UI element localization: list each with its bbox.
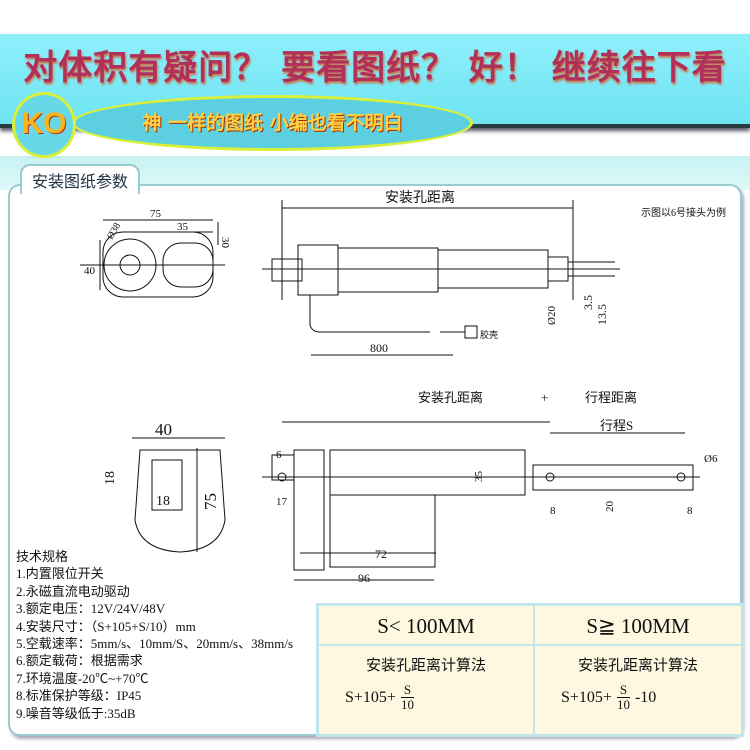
dim-label: 6 [276, 449, 282, 461]
numerator: S [616, 683, 630, 698]
dim-label: 30 [219, 237, 231, 249]
dim-label: 18 [156, 494, 170, 509]
spec-item: 2.永磁直流电动驱动 [16, 583, 130, 599]
dim-label: 20 [604, 501, 616, 513]
header-long-stroke: S≧ 100MM [534, 605, 742, 645]
denominator: 10 [400, 697, 414, 712]
spec-item: 5.空载速率：5mm/s、10mm/S、20mm/s、38mm/s [16, 636, 293, 652]
spec-item: 8.标准保护等级：IP45 [16, 688, 142, 704]
formula-prefix: S+105+ [345, 688, 396, 706]
spec-item: 1.内置限位开关 [16, 566, 104, 582]
dim-label: 18 [103, 471, 118, 485]
formula-label: 安装孔距离计算法 [577, 658, 698, 674]
plus-sign: + [541, 390, 548, 405]
dim-label: 75 [201, 493, 220, 510]
dim-label: 35 [473, 471, 485, 483]
spec-item: 7.环境温度-20℃~+70℃ [16, 670, 149, 686]
dim-label: 96 [358, 571, 370, 585]
top-side-view: 安装孔距离 示图以6号接头为例 800 胶壳 Ø20 3.5 13.5 [262, 189, 726, 356]
header-short-stroke: S< 100MM [318, 605, 534, 645]
spec-title: 技术规格 [16, 549, 69, 564]
spec-item: 3.额定电压：12V/24V/48V [16, 601, 166, 617]
spec-item: 9.噪音等级低于:35dB [16, 705, 136, 721]
dim-label: 40 [84, 265, 96, 277]
spec-item: 6.额定载荷：根据需求 [16, 653, 143, 669]
mount-distance-label: 安装孔距离 [418, 390, 483, 405]
stroke-distance-label: 行程距离 [585, 390, 637, 405]
dim-label: Ø20 [546, 306, 558, 325]
dim-label: Ø38 [105, 221, 123, 241]
ko-badge: KO [12, 92, 76, 158]
stroke-label: 行程S [600, 418, 633, 433]
spec-item: 4.安装尺寸：（S+105+S/10）mm [16, 618, 196, 634]
dim-label: Ø6 [704, 453, 718, 465]
section-tab: 安装图纸参数 [20, 164, 141, 194]
formula-prefix: S+105+ [561, 688, 612, 706]
bottom-side-view: 安装孔距离 + 行程距离 行程S 6 17 35 72 96 8 20 8 Ø6 [262, 390, 718, 585]
denominator: 10 [616, 697, 630, 712]
formula-label: 安装孔距离计算法 [365, 658, 486, 674]
dim-label: 40 [155, 420, 172, 439]
dim-label: 8 [550, 505, 556, 517]
drawing-note: 示图以6号接头为例 [641, 206, 726, 219]
subtitle-pill: 神 一样的图纸 小编也看不明白 [72, 95, 473, 151]
dim-label: 800 [370, 341, 388, 355]
dim-label: 72 [375, 547, 387, 561]
formula-suffix: -10 [634, 688, 657, 706]
dim-label: 75 [150, 208, 162, 220]
numerator: S [400, 683, 414, 698]
dim-label: 13.5 [595, 304, 609, 325]
dim-label: 35 [177, 221, 189, 233]
dim-label: 8 [687, 505, 693, 517]
connector-label: 胶壳 [480, 329, 498, 340]
top-end-view: 75 35 30 40 Ø38 [80, 208, 231, 298]
mount-distance-label: 安装孔距离 [385, 189, 455, 206]
spec-list: 技术规格 1.内置限位开关 2.永磁直流电动驱动 3.额定电压：12V/24V/… [16, 548, 293, 722]
bottom-end-view: 40 75 18 18 [103, 420, 226, 553]
dim-label: 17 [276, 496, 288, 508]
headline: 对体积有疑问？ 要看图纸？ 好！ 继续往下看 [23, 48, 727, 88]
dim-label: 3.5 [581, 295, 595, 310]
